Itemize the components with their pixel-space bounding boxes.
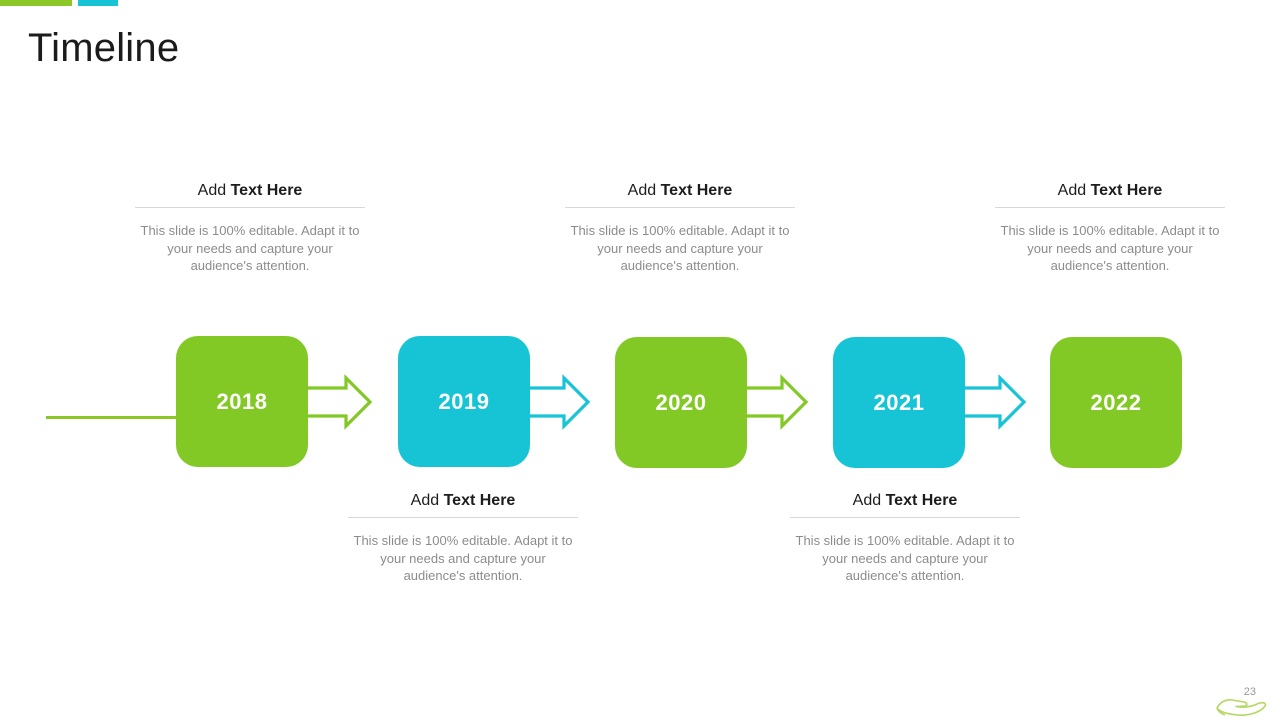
year-label: 2022	[1090, 389, 1142, 415]
arrow-right-icon	[962, 374, 1027, 430]
callout-heading: Add Text Here	[790, 492, 1020, 510]
callout-above-5: Add Text Here This slide is 100% editabl…	[995, 182, 1225, 275]
page-number: 23	[1243, 686, 1256, 698]
callout-rule	[995, 207, 1225, 208]
callout-body: This slide is 100% editable. Adapt it to…	[140, 223, 360, 273]
callout-heading: Add Text Here	[135, 182, 365, 200]
callout-rule	[348, 517, 578, 518]
callout-heading-strong: Text Here	[443, 492, 516, 509]
year-node-2020[interactable]: 2020	[615, 337, 747, 468]
callout-heading: Add Text Here	[995, 182, 1225, 200]
callout-heading-strong: Text Here	[885, 492, 958, 509]
callout-body: This slide is 100% editable. Adapt it to…	[795, 533, 1015, 583]
year-node-2018[interactable]: 2018	[176, 336, 308, 467]
callout-rule	[565, 207, 795, 208]
year-label: 2021	[873, 389, 925, 415]
callout-heading-prefix: Add	[197, 182, 231, 199]
callout-body: This slide is 100% editable. Adapt it to…	[353, 533, 573, 583]
callout-heading-prefix: Add	[1057, 182, 1091, 199]
connector-arrow-4	[960, 372, 1030, 432]
year-node-2022[interactable]: 2022	[1050, 337, 1182, 468]
accent-bar-green	[0, 0, 72, 6]
year-node-2021[interactable]: 2021	[833, 337, 965, 468]
page-title: Timeline	[28, 26, 180, 70]
callout-heading-strong: Text Here	[1090, 182, 1163, 199]
callout-rule	[790, 517, 1020, 518]
callout-above-3: Add Text Here This slide is 100% editabl…	[565, 182, 795, 275]
brand-logo	[1214, 690, 1270, 718]
arrow-right-icon	[308, 374, 373, 430]
callout-below-2: Add Text Here This slide is 100% editabl…	[348, 492, 578, 585]
year-label: 2018	[216, 388, 268, 414]
callout-body: This slide is 100% editable. Adapt it to…	[1000, 223, 1220, 273]
callout-heading-prefix: Add	[627, 182, 661, 199]
year-node-2019[interactable]: 2019	[398, 336, 530, 467]
arrow-right-icon	[526, 374, 591, 430]
year-label: 2020	[655, 389, 707, 415]
callout-above-1: Add Text Here This slide is 100% editabl…	[135, 182, 365, 275]
connector-arrow-3	[742, 372, 812, 432]
callout-heading-strong: Text Here	[230, 182, 303, 199]
callout-heading-prefix: Add	[852, 492, 886, 509]
callout-rule	[135, 207, 365, 208]
callout-body: This slide is 100% editable. Adapt it to…	[570, 223, 790, 273]
timeline-baseline	[46, 416, 178, 419]
open-hand-icon	[1216, 699, 1267, 716]
callout-below-4: Add Text Here This slide is 100% editabl…	[790, 492, 1020, 585]
year-label: 2019	[438, 388, 490, 414]
connector-arrow-1	[306, 372, 376, 432]
arrow-right-icon	[744, 374, 809, 430]
callout-heading-prefix: Add	[410, 492, 444, 509]
accent-bar-cyan	[78, 0, 118, 6]
connector-arrow-2	[524, 372, 594, 432]
callout-heading-strong: Text Here	[660, 182, 733, 199]
callout-heading: Add Text Here	[565, 182, 795, 200]
callout-heading: Add Text Here	[348, 492, 578, 510]
